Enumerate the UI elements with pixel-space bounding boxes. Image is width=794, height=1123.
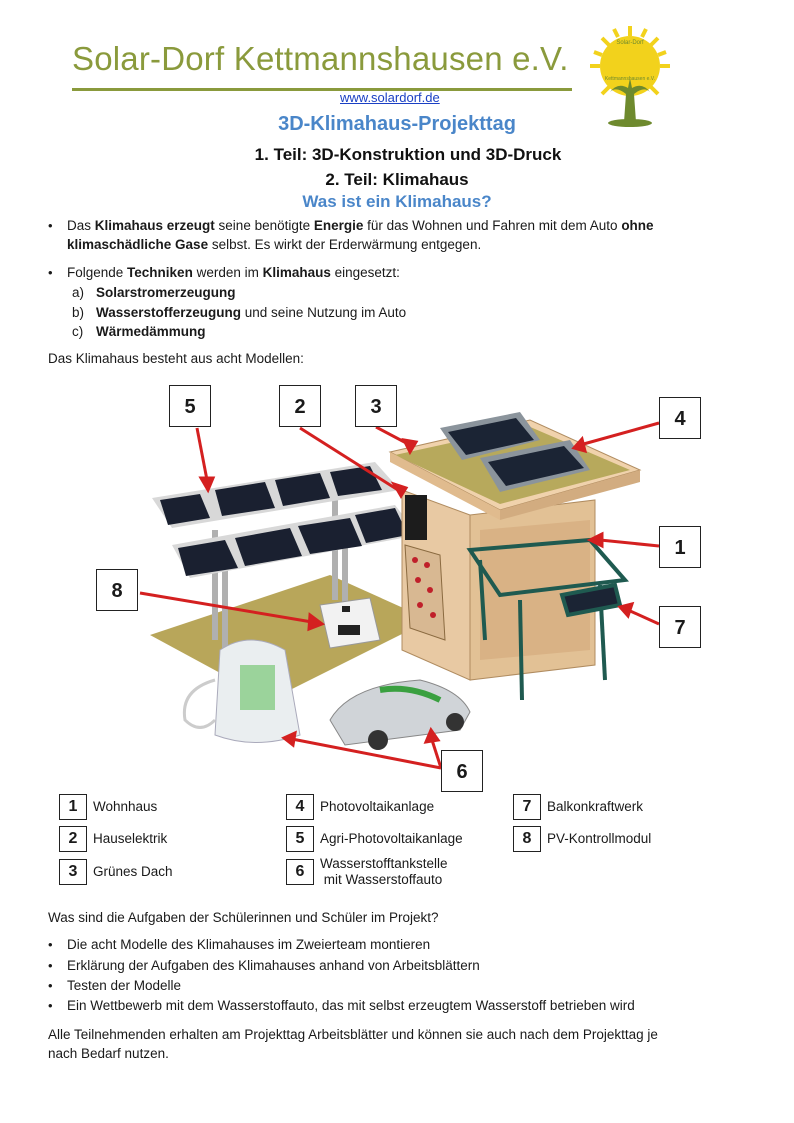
callout-5: 5: [169, 385, 211, 427]
main-title: 3D-Klimahaus-Projekttag: [278, 113, 516, 135]
intro-bullet-2: Folgende Techniken werden im Klimahaus e…: [67, 265, 400, 280]
callout-8: 8: [96, 569, 138, 611]
organization-name: Solar-Dorf Kettmannshausen e.V.: [72, 40, 569, 77]
bullet-dot: •: [48, 265, 53, 280]
legend-label-8: PV-Kontrollmodul: [547, 831, 652, 846]
website-link[interactable]: www.solardorf.de: [340, 90, 440, 105]
closing-line-1: Alle Teilnehmenden erhalten am Projektta…: [48, 1027, 658, 1042]
hydrogen-car: [329, 679, 471, 750]
legend-num-3: 3: [59, 859, 87, 885]
subtitle-part-2: 2. Teil: Klimahaus: [325, 170, 469, 189]
technique-b: b)Wasserstofferzeugung und seine Nutzung…: [72, 305, 407, 320]
legend-label-3: Grünes Dach: [93, 864, 173, 879]
legend-label-5: Agri-Photovoltaikanlage: [320, 831, 463, 846]
technique-c: c)Wärmedämmung: [72, 324, 206, 339]
legend-num-1: 1: [59, 794, 87, 820]
callout-3: 3: [355, 385, 397, 427]
legend-num-8: 8: [513, 826, 541, 852]
legend-num-7: 7: [513, 794, 541, 820]
legend-num-2: 2: [59, 826, 87, 852]
logo-text-bottom: Kettmannshausen e.V.: [605, 76, 655, 82]
bullet-dot: •: [48, 218, 53, 233]
bullet-dot: •: [48, 937, 53, 952]
intro-bullet-1: Das Klimahaus erzeugt seine benötigte En…: [67, 218, 654, 252]
callout-4: 4: [659, 397, 701, 439]
technique-a: a)Solarstromerzeugung: [72, 285, 236, 300]
legend-num-5: 5: [286, 826, 314, 852]
closing-line-2: nach Bedarf nutzen.: [48, 1046, 169, 1061]
callout-arrows: [139, 421, 660, 770]
legend-num-6: 6: [286, 859, 314, 885]
bullet-dot: •: [48, 958, 53, 973]
section-question: Was ist ein Klimahaus?: [302, 192, 492, 211]
task-item-3: Testen der Modelle: [67, 978, 182, 993]
legend-num-4: 4: [286, 794, 314, 820]
legend-label-7: Balkonkraftwerk: [547, 799, 644, 814]
bullet-dot: •: [48, 998, 53, 1013]
callout-7: 7: [659, 606, 701, 648]
callout-2: 2: [279, 385, 321, 427]
organization-logo: Solar-Dorf Kettmannshausen e.V.: [582, 22, 678, 130]
agri-pv-panels: [152, 462, 418, 578]
balcony-model: [466, 537, 630, 701]
header-rule: [72, 88, 572, 91]
task-item-2: Erklärung der Aufgaben des Klimahauses a…: [67, 958, 480, 973]
legend-label-6: Wasserstofftankstelle mit Wasserstoffaut…: [320, 856, 448, 887]
subtitle-part-1: 1. Teil: 3D-Konstruktion und 3D-Druck: [254, 145, 562, 164]
legend-label-1: Wohnhaus: [93, 799, 158, 814]
task-item-1: Die acht Modelle des Klimahauses im Zwei…: [67, 937, 431, 952]
hydrogen-station: [182, 639, 301, 743]
tasks-question: Was sind die Aufgaben der Schülerinnen u…: [48, 910, 439, 925]
legend-label-2: Hauselektrik: [93, 831, 168, 846]
callout-1: 1: [659, 526, 701, 568]
task-item-4: Ein Wettbewerb mit dem Wasserstoffauto, …: [67, 998, 635, 1013]
logo-text-top: Solar-Dorf: [616, 40, 644, 46]
house-model: [388, 412, 642, 681]
models-intro: Das Klimahaus besteht aus acht Modellen:: [48, 351, 304, 366]
pv-control-module: [319, 597, 381, 649]
klimahaus-model-photo: [139, 412, 660, 770]
callout-6: 6: [441, 750, 483, 792]
legend-label-4: Photovoltaikanlage: [320, 799, 435, 814]
bullet-dot: •: [48, 978, 53, 993]
